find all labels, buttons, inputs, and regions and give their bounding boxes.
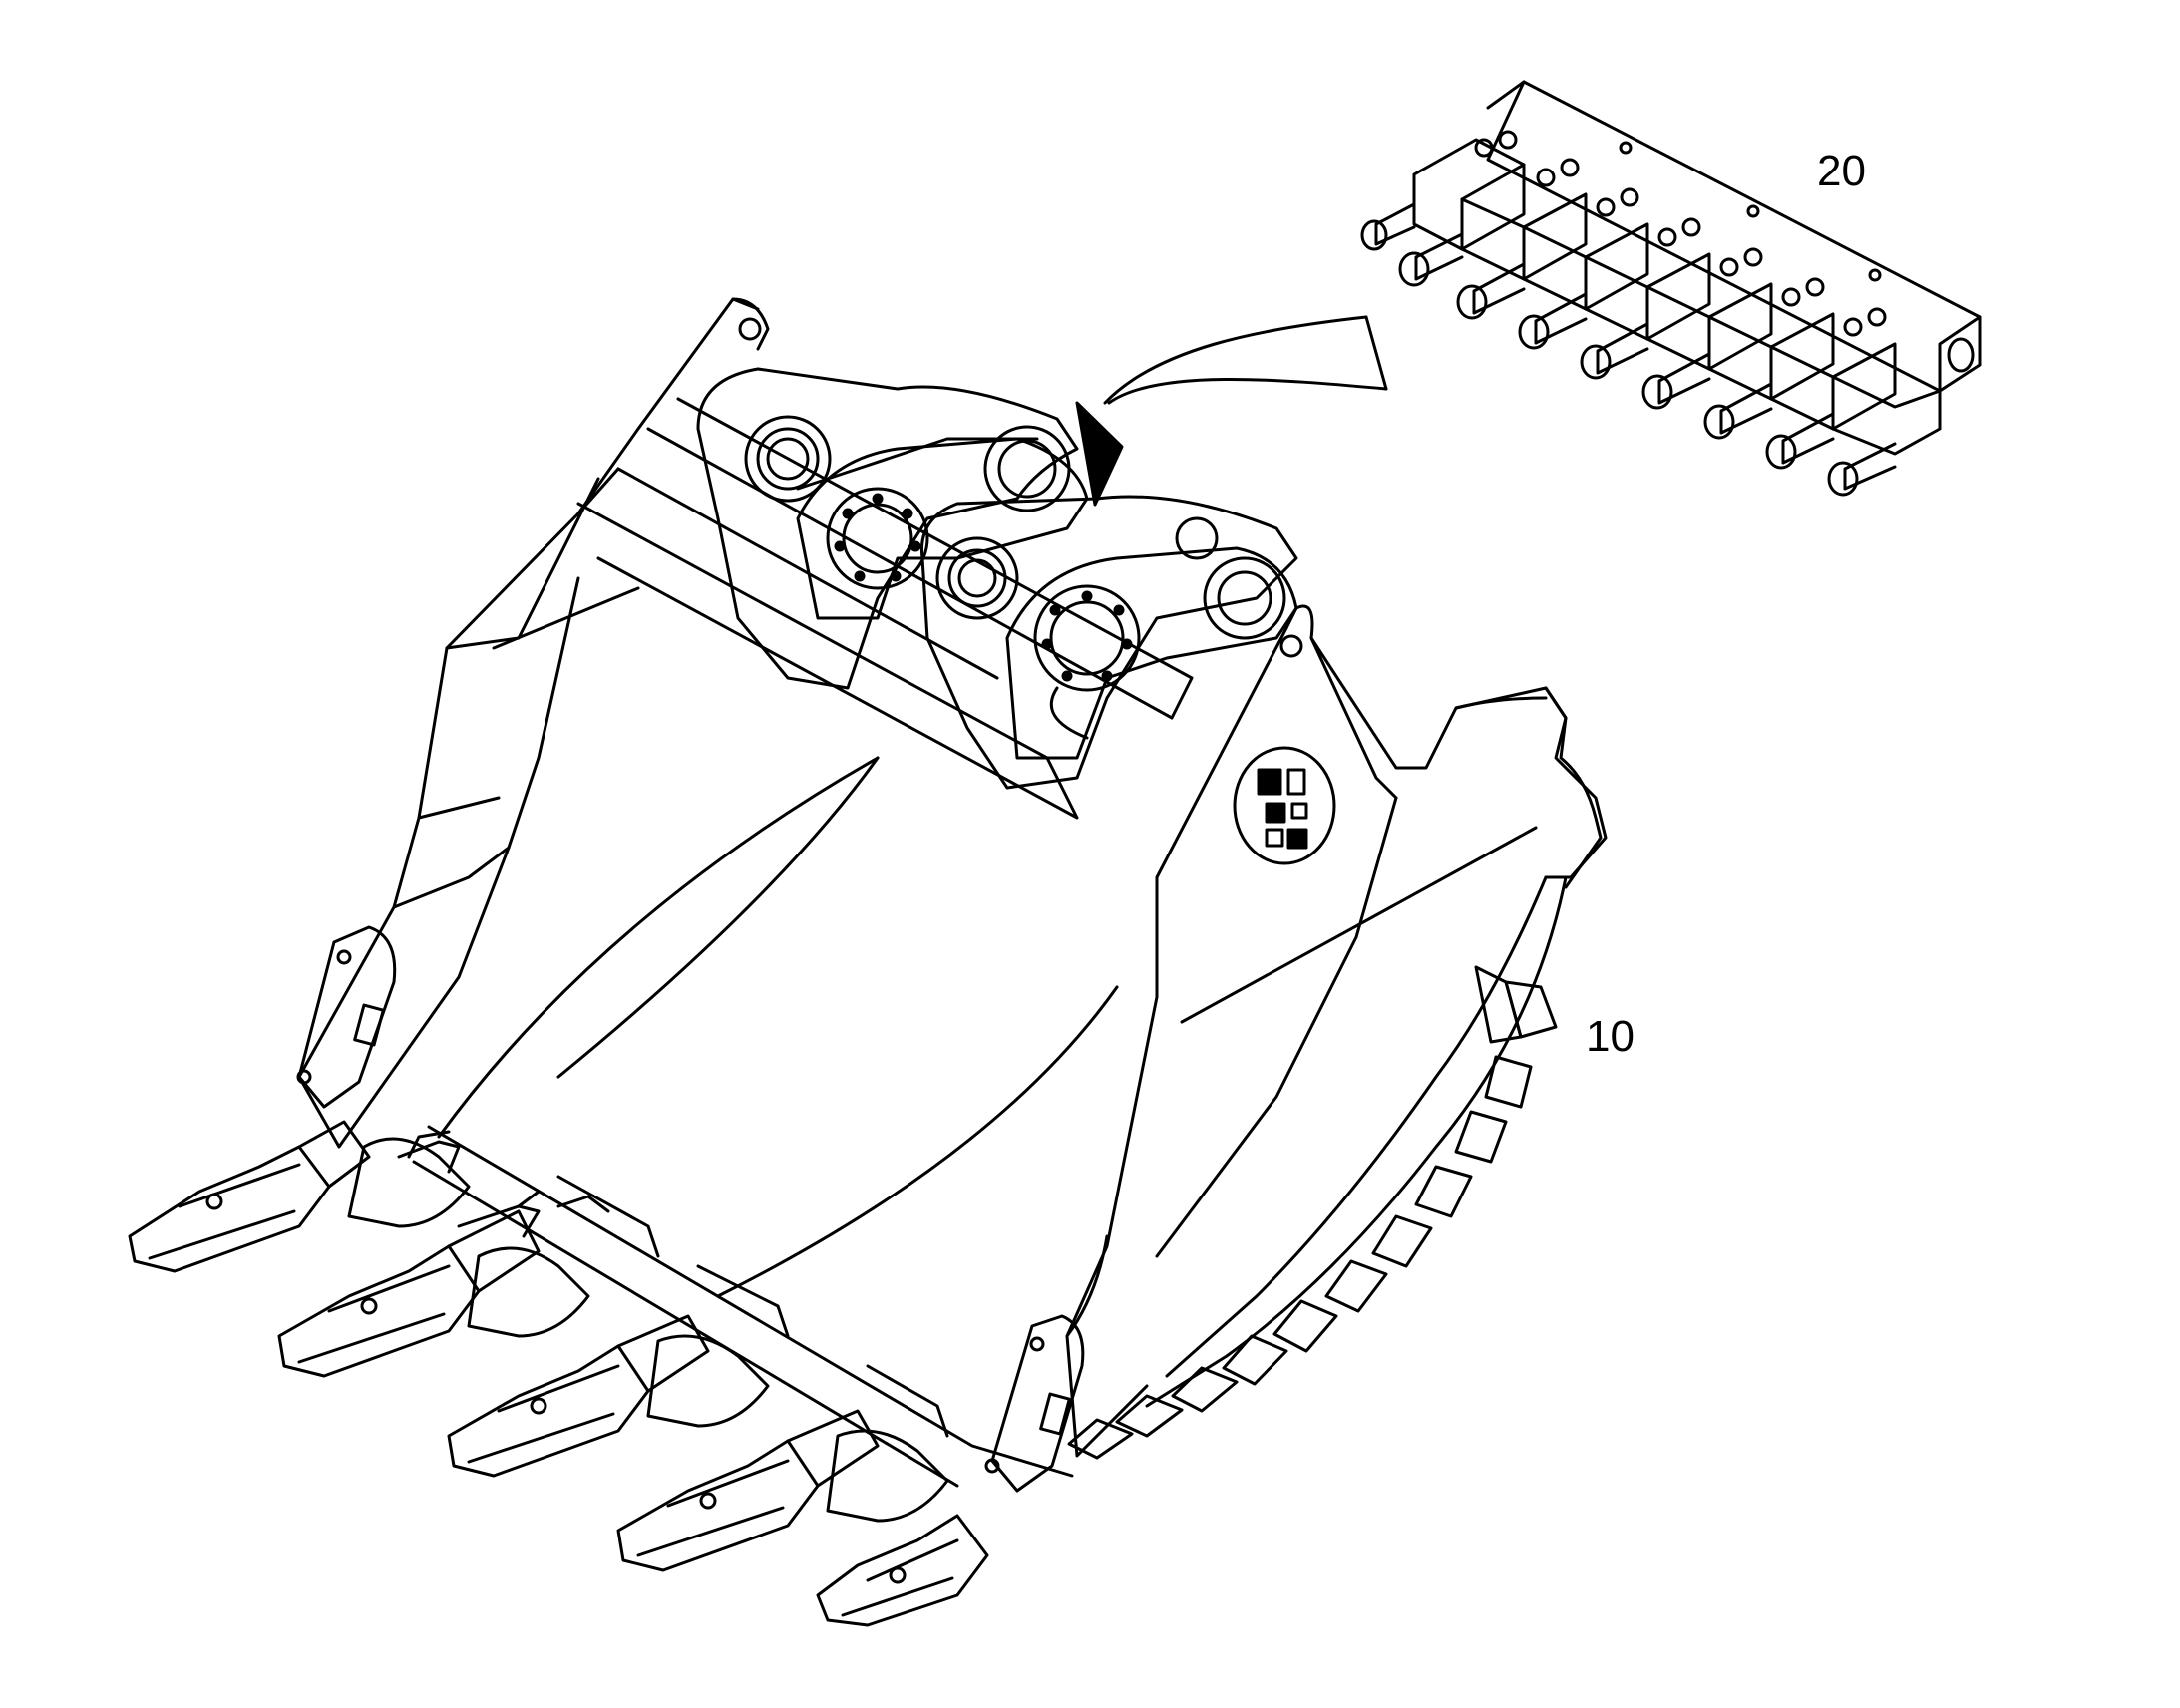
bucket-cross-tube [646,397,1194,720]
left-pin-boss [826,487,929,590]
left-lifting-eye [738,317,762,341]
tooth-5 [816,1514,989,1627]
callout-part-20: 20 [1817,147,1866,195]
right-rear-lug [919,495,1298,790]
bucket-teeth [128,1120,989,1627]
distributor-block [1360,80,1982,497]
tooth-4 [616,1409,880,1572]
tooth-3 [447,1314,710,1478]
left-front-lug [796,425,1089,620]
bucket-right-side-plate [1284,604,1608,879]
right-front-lug [1005,546,1298,760]
block-base-rail [1486,80,1982,393]
bucket-left-side-plate [297,297,760,1149]
block-base-top-edge [1486,80,1526,110]
tooth-1 [128,1120,371,1273]
detail-leader [1075,315,1388,507]
bucket-wear-strips [1067,965,1558,1460]
left-rear-lug [696,367,1079,690]
tooth-2 [277,1204,541,1378]
right-pin-boss [1033,584,1141,692]
bucket-cutting-lip [427,1125,1074,1478]
block-nipples [1360,202,1897,497]
right-side-shroud [984,1314,1085,1493]
callout-part-10: 10 [1586,1012,1635,1061]
block-end-hole [1947,337,1975,373]
block-ports [1474,130,1887,337]
left-side-shroud [296,925,397,1109]
detail-arrow [1075,401,1124,507]
bucket-inner-bowl [437,756,880,1139]
bucket-logo-decal [1233,746,1336,865]
right-lifting-eye [1279,634,1303,658]
excavator-bucket [128,297,1608,1627]
block-modules [1412,138,1942,456]
